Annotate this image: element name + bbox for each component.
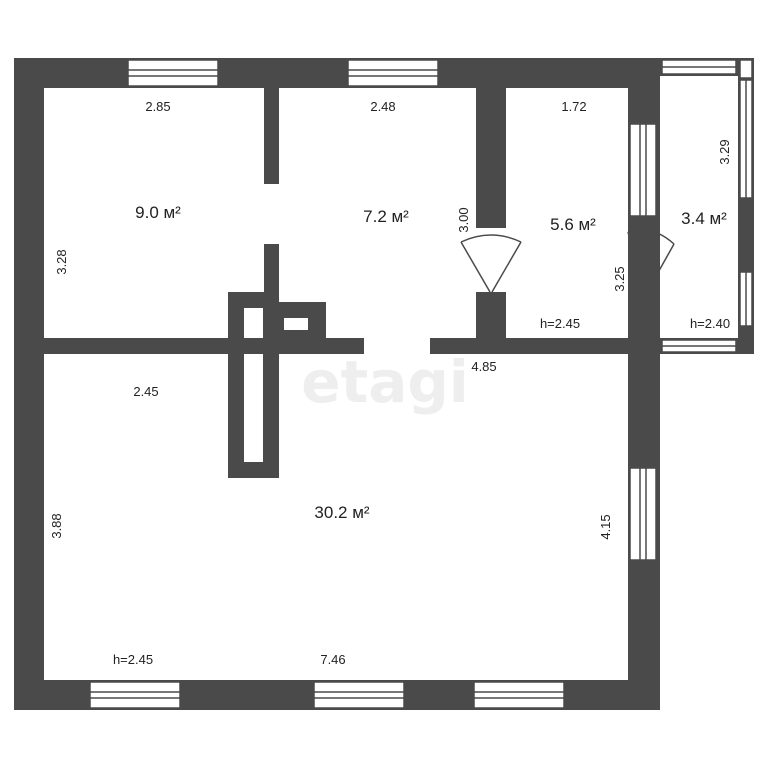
vent-shaft-tall xyxy=(228,292,279,478)
room-3-area: 5.6 м² xyxy=(550,215,596,234)
living-area: 30.2 м² xyxy=(314,503,369,522)
window-top-2 xyxy=(347,59,439,87)
window-balcony-right-1 xyxy=(739,79,753,199)
window-room3-right xyxy=(629,123,657,217)
dim-living-top: 4.85 xyxy=(471,359,496,374)
balcony-area: 3.4 м² xyxy=(681,209,727,228)
dim-room3-height: 3.25 xyxy=(612,266,627,291)
dim-balcony-height: 3.29 xyxy=(717,139,732,164)
window-balcony-bottom xyxy=(661,339,737,353)
dim-room3-width: 1.72 xyxy=(561,99,586,114)
room-2-area: 7.2 м² xyxy=(363,207,409,226)
wall-interior-horizontal-left xyxy=(44,338,364,354)
dim-living-bottom: 7.46 xyxy=(320,652,345,667)
vent-shaft-small xyxy=(279,302,326,338)
window-bottom-1 xyxy=(89,681,181,709)
wall-room1-room2-top xyxy=(264,88,279,184)
wall-top xyxy=(14,58,656,88)
dim-room1-bottom: 2.45 xyxy=(133,384,158,399)
window-living-right xyxy=(629,467,657,561)
watermark: etagi xyxy=(301,348,469,416)
door-balcony xyxy=(627,229,675,295)
dim-living-right: 4.15 xyxy=(598,514,613,539)
windows xyxy=(89,59,753,709)
window-bottom-3 xyxy=(473,681,565,709)
doors xyxy=(460,229,675,295)
ceiling-height-balcony: h=2.40 xyxy=(690,316,730,331)
room-1-area: 9.0 м² xyxy=(135,203,181,222)
window-balcony-top xyxy=(661,59,737,75)
dim-living-left: 3.88 xyxy=(49,513,64,538)
window-top-1 xyxy=(127,59,219,87)
dim-room1-height: 3.28 xyxy=(54,249,69,274)
window-balcony-corner xyxy=(739,59,753,79)
window-balcony-right-2 xyxy=(739,271,753,327)
wall-room2-room3-top xyxy=(476,88,506,228)
ceiling-height-living: h=2.45 xyxy=(113,652,153,667)
ceiling-height-room3: h=2.45 xyxy=(540,316,580,331)
dim-room2-width: 2.48 xyxy=(370,99,395,114)
wall-interior-horizontal-right xyxy=(430,338,628,354)
door-room2-room3 xyxy=(460,234,522,293)
wall-room2-room3-bottom xyxy=(476,292,506,354)
dim-room1-width: 2.85 xyxy=(145,99,170,114)
wall-left xyxy=(14,58,44,710)
dim-room2-height: 3.00 xyxy=(456,207,471,232)
window-bottom-2 xyxy=(313,681,405,709)
